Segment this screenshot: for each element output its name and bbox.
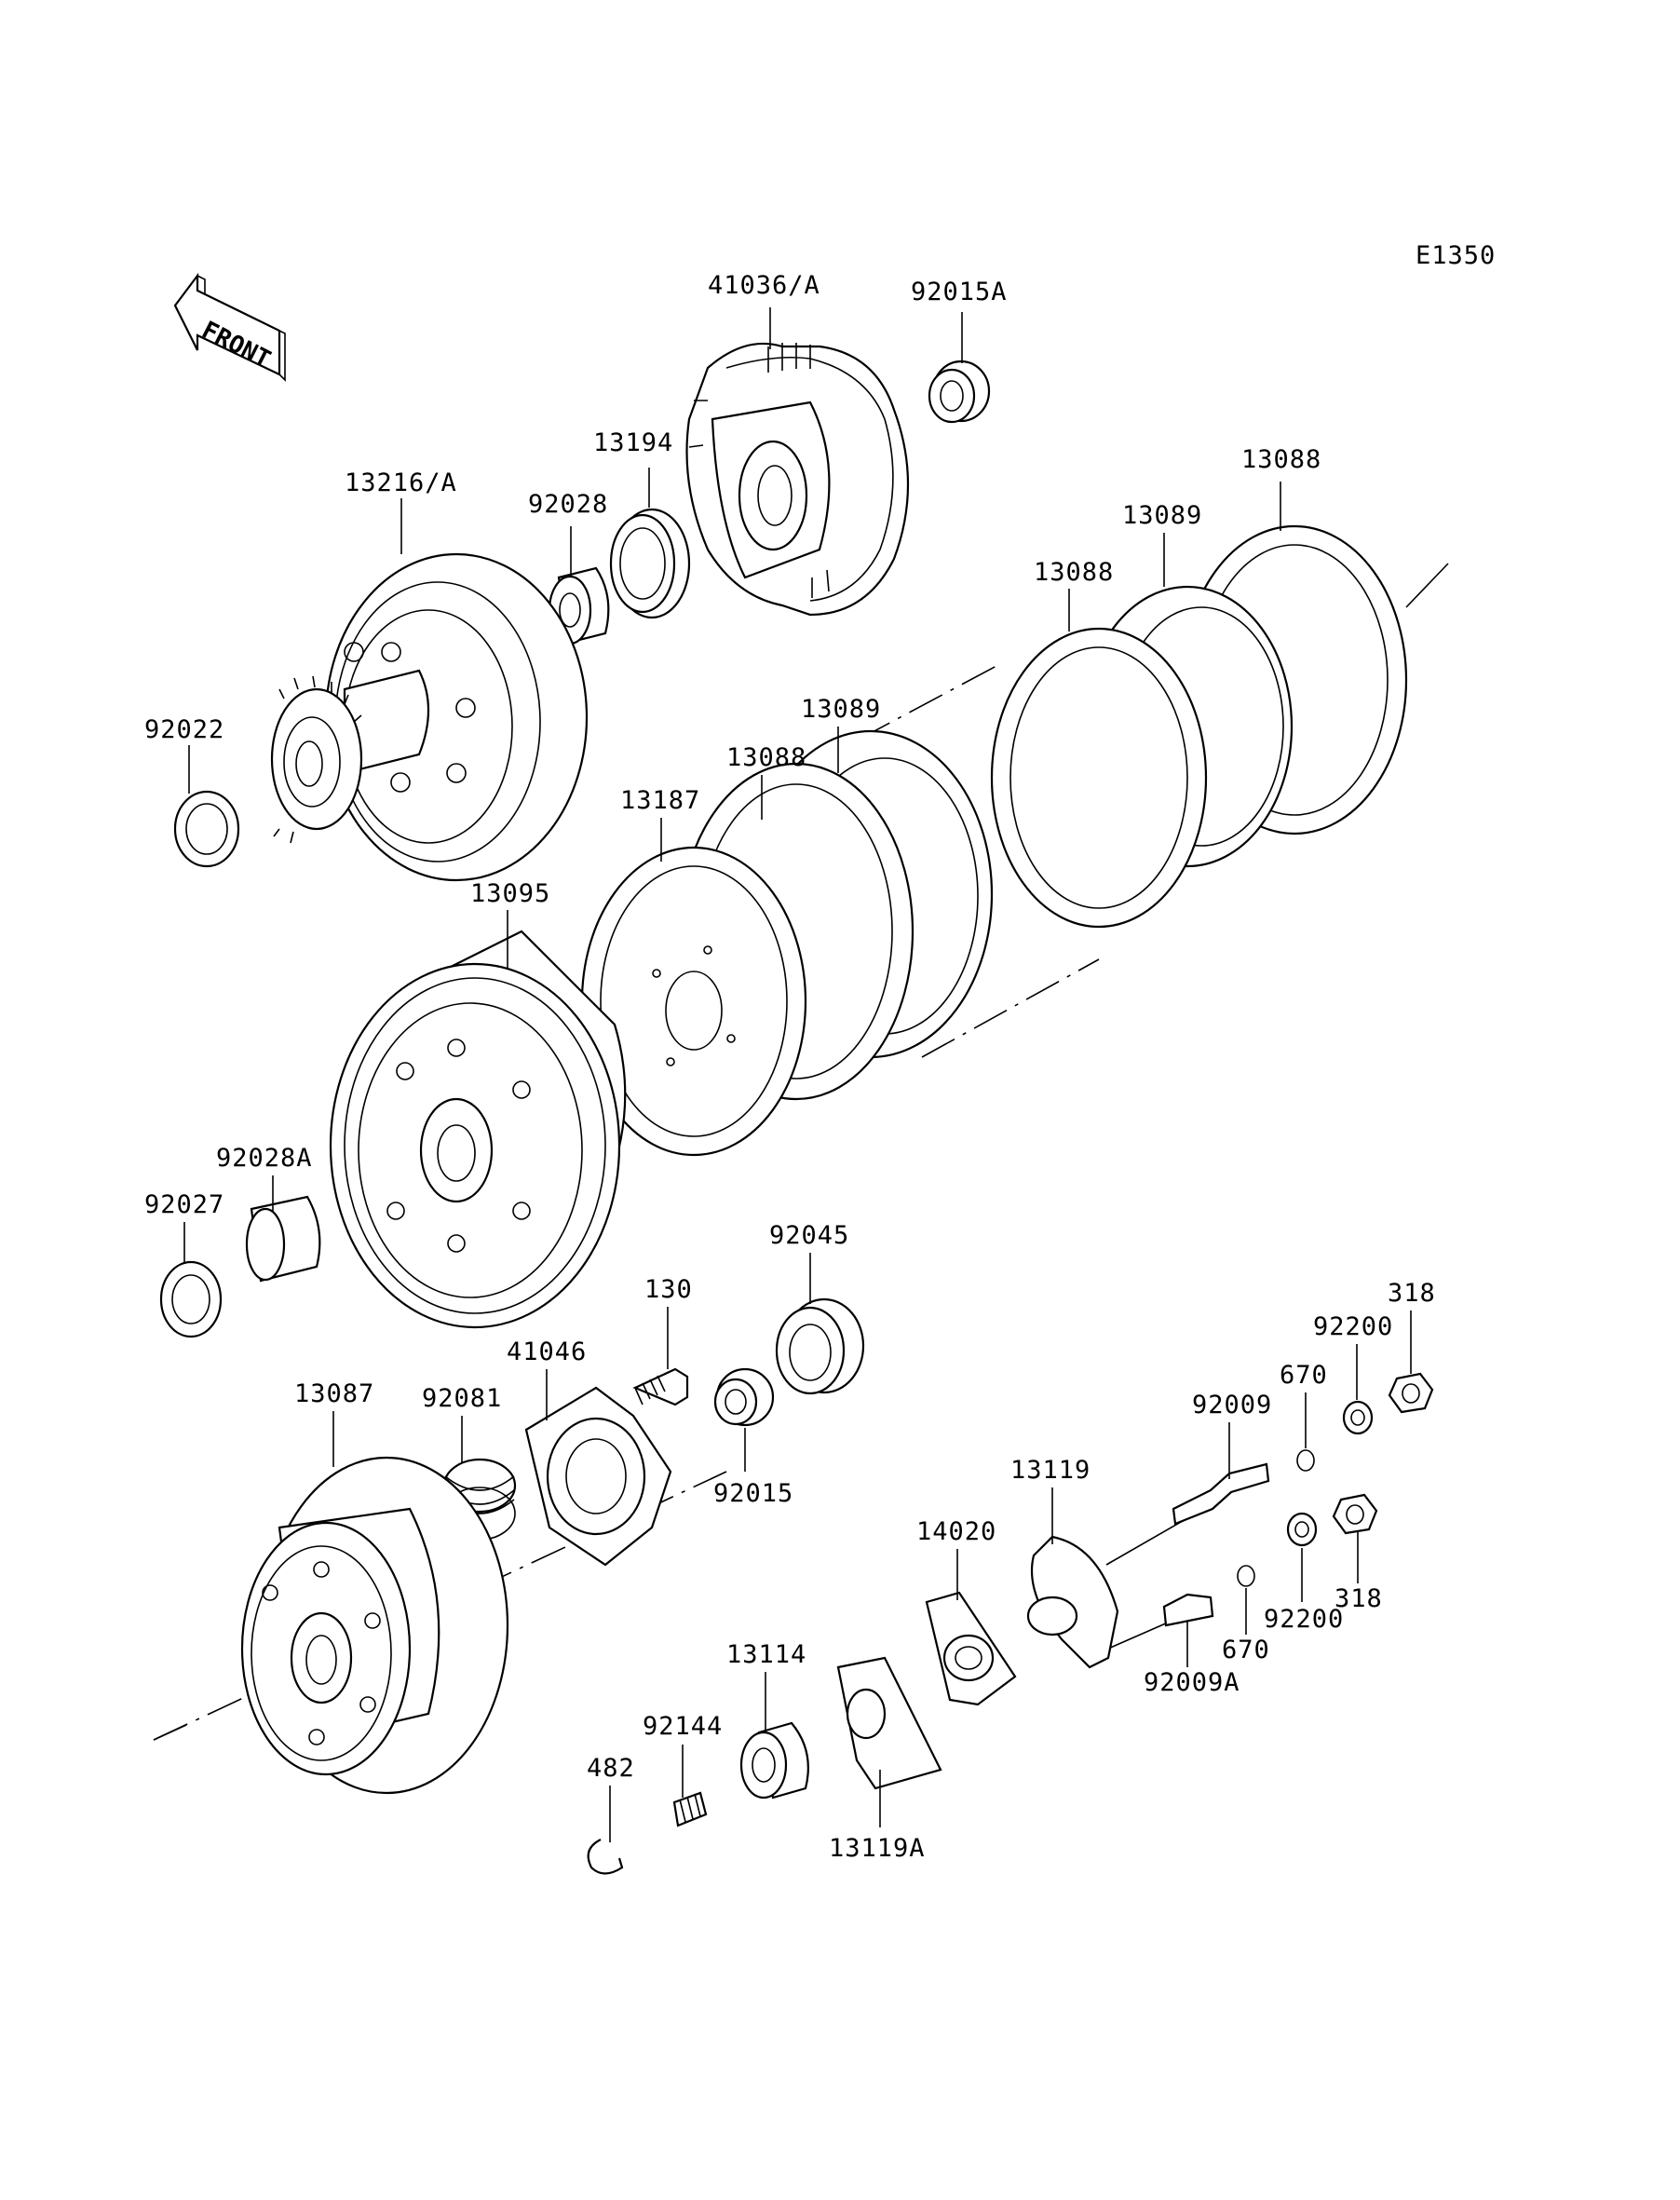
- part-92022-washer: [173, 790, 240, 868]
- label-13114: 13114: [726, 1640, 806, 1669]
- part-92028a-collar: [245, 1195, 321, 1283]
- label-13088-top: 13088: [1241, 445, 1321, 474]
- label-13216a: 13216/A: [345, 469, 457, 497]
- label-92027: 92027: [144, 1190, 224, 1219]
- part-318-nut-top: [1388, 1372, 1434, 1414]
- part-13216a-clutch-housing: [270, 552, 589, 882]
- part-92015-nut: [713, 1367, 775, 1427]
- part-92009a-bolt: [1162, 1593, 1214, 1627]
- part-41046-release-hub: [524, 1386, 672, 1567]
- label-13095: 13095: [470, 879, 550, 908]
- label-92045: 92045: [769, 1221, 849, 1250]
- label-13187: 13187: [620, 786, 700, 815]
- part-13119-release-lever: [1026, 1535, 1119, 1669]
- label-13089-mid: 13089: [801, 695, 881, 724]
- label-13119: 13119: [1010, 1456, 1091, 1485]
- label-13089-top: 13089: [1122, 501, 1202, 530]
- label-92028: 92028: [528, 490, 608, 519]
- label-92022: 92022: [144, 715, 224, 744]
- label-92144: 92144: [643, 1712, 723, 1741]
- front-arrow-icon: FRONT: [173, 272, 286, 382]
- label-92200-top: 92200: [1313, 1312, 1393, 1341]
- label-41036a: 41036/A: [708, 271, 820, 300]
- label-482: 482: [587, 1754, 635, 1783]
- part-92015a-nut: [928, 360, 991, 424]
- part-13087-clutch-drum: [240, 1456, 509, 1795]
- part-92045-bearing: [775, 1297, 865, 1395]
- part-13114-collar: [739, 1721, 809, 1799]
- leader-lines: [183, 307, 1412, 1842]
- label-13119a: 13119A: [829, 1834, 926, 1863]
- label-13087: 13087: [294, 1379, 374, 1408]
- label-92028a: 92028A: [216, 1144, 313, 1173]
- label-318-low: 318: [1335, 1584, 1383, 1613]
- part-92200-washer-top: [1342, 1400, 1374, 1435]
- part-labels: 41036/A 92015A 13194 13216/A 92028 13088…: [144, 271, 1436, 1863]
- part-13194-one-way-clutch: [609, 508, 691, 619]
- label-41046: 41046: [507, 1338, 587, 1366]
- part-92027-washer: [159, 1260, 223, 1338]
- part-92009-stud-bolt: [1172, 1462, 1270, 1526]
- part-130-bolt: [632, 1367, 689, 1406]
- label-318-top: 318: [1388, 1279, 1436, 1308]
- label-13088-mid: 13088: [1034, 558, 1114, 587]
- label-92015a: 92015A: [911, 278, 1008, 306]
- part-670-oring-top: [1296, 1449, 1315, 1472]
- label-92009: 92009: [1192, 1391, 1272, 1419]
- diagram-code: E1350: [1416, 241, 1496, 270]
- part-13119a-cam: [836, 1656, 942, 1790]
- part-482-circlip: [587, 1839, 624, 1875]
- part-92200-washer-low: [1286, 1512, 1318, 1547]
- part-13088-friction-plate-mid: [990, 627, 1208, 929]
- part-318-nut-low: [1332, 1493, 1378, 1535]
- label-13088-low: 13088: [726, 743, 806, 772]
- label-130: 130: [644, 1275, 693, 1304]
- label-92081: 92081: [422, 1384, 502, 1413]
- part-92144-spring: [672, 1791, 708, 1827]
- label-670-low: 670: [1222, 1636, 1270, 1664]
- part-14020-bracket: [925, 1591, 1017, 1706]
- label-92200-low: 92200: [1264, 1605, 1344, 1634]
- label-14020: 14020: [916, 1517, 996, 1546]
- label-13194: 13194: [593, 428, 673, 457]
- part-41036a-clutch-shoe: [685, 342, 910, 617]
- part-670-oring-low: [1237, 1565, 1255, 1587]
- label-92009a: 92009A: [1144, 1668, 1240, 1697]
- part-13095-primary-gear: [329, 930, 627, 1329]
- label-670-top: 670: [1280, 1361, 1328, 1390]
- label-92015: 92015: [713, 1479, 793, 1508]
